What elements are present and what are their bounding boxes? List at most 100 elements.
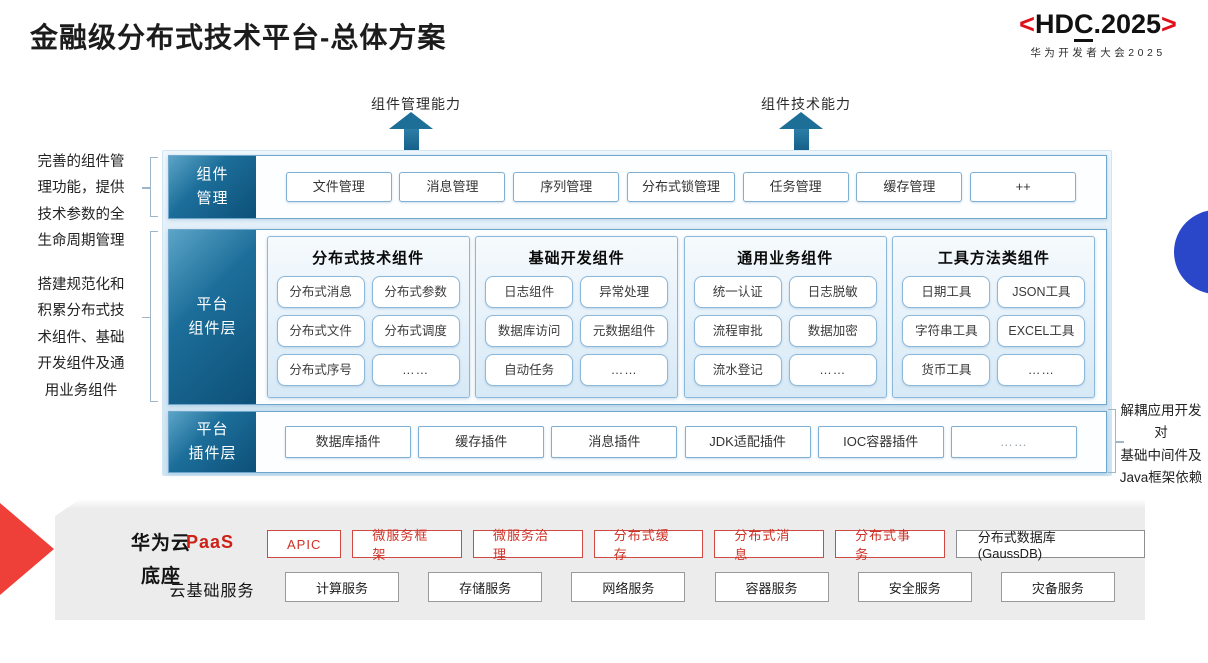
platform-plugin-layer-header: 平台 插件层	[169, 412, 256, 472]
component-cell: ……	[997, 354, 1086, 386]
group-title: 基础开发组件	[528, 250, 625, 267]
component-cell: 统一认证	[693, 276, 782, 308]
component-mgmt-chip: 文件管理	[285, 172, 392, 202]
component-cell: ……	[788, 354, 877, 386]
logo-right-angle-icon: >	[1161, 9, 1177, 39]
red-arrow-left-icon	[0, 503, 54, 595]
right-brace-plugins	[1108, 409, 1124, 473]
component-cell: 数据加密	[788, 315, 877, 347]
component-groups: 分布式技术组件 分布式消息分布式参数分布式文件分布式调度分布式序号…… 基础开发…	[256, 230, 1106, 404]
plugin-chip: 消息插件	[551, 426, 678, 458]
component-cell: ……	[371, 354, 460, 386]
component-cell: 流程审批	[693, 315, 782, 347]
left-brace-platform-components	[142, 231, 158, 402]
component-mgmt-chip: 任务管理	[742, 172, 849, 202]
paas-label: PaaS	[185, 532, 235, 552]
component-cell: 分布式调度	[371, 315, 460, 347]
mgmt-ability-up-arrow-icon	[389, 112, 433, 152]
paas-service-box: 分布式事务	[835, 528, 945, 562]
tech-ability-up-arrow-icon	[779, 112, 823, 152]
cloud-services-row: 计算服务存储服务网络服务容器服务安全服务灾备服务	[285, 572, 1115, 602]
component-cell: 日志组件	[485, 276, 574, 308]
cloud-basic-services-label: 云基础服务	[169, 583, 255, 600]
logo-text-hd: HD	[1034, 9, 1074, 39]
group-title: 工具方法类组件	[937, 250, 1050, 267]
component-cell: 异常处理	[580, 276, 669, 308]
component-cell: EXCEL工具	[997, 315, 1086, 347]
component-cell: 分布式消息	[276, 276, 365, 308]
paas-service-box: 微服务治理	[473, 528, 583, 562]
component-cell: JSON工具	[997, 276, 1086, 308]
component-mgmt-row: 组件 管理 文件管理消息管理序列管理分布式锁管理任务管理缓存管理++	[168, 155, 1107, 219]
group-title: 分布式技术组件	[312, 250, 425, 267]
group-distributed-tech: 分布式技术组件 分布式消息分布式参数分布式文件分布式调度分布式序号……	[266, 236, 470, 398]
paas-service-box: APIC	[267, 530, 342, 558]
component-mgmt-chip: 消息管理	[399, 172, 506, 202]
huawei-cloud-base-label: 华为云 底座	[130, 533, 191, 588]
plugin-chip: JDK适配插件	[684, 426, 811, 458]
group-grid: 分布式消息分布式参数分布式文件分布式调度分布式序号……	[268, 276, 469, 386]
logo-text-year: .2025	[1093, 9, 1162, 39]
annotation-decoupling: 解耦应用开发对 基础中间件及 Java框架依赖	[1119, 403, 1203, 485]
arrow-stem	[793, 129, 809, 152]
component-cell: 自动任务	[485, 354, 574, 386]
paas-service-box: 微服务框架	[352, 528, 463, 562]
left-brace-component-mgmt	[142, 157, 158, 217]
page-title: 金融级分布式技术平台-总体方案	[30, 22, 447, 53]
group-common-business: 通用业务组件 统一认证日志脱敏流程审批数据加密流水登记……	[683, 236, 887, 398]
plugin-chip: 数据库插件	[285, 426, 412, 458]
group-grid: 统一认证日志脱敏流程审批数据加密流水登记……	[685, 276, 886, 386]
mgmt-ability-label: 组件管理能力	[371, 96, 461, 112]
platform-component-layer-row: 平台 组件层 分布式技术组件 分布式消息分布式参数分布式文件分布式调度分布式序号…	[168, 229, 1107, 405]
component-cell: 字符串工具	[902, 315, 991, 347]
component-cell: 流水登记	[693, 354, 782, 386]
component-mgmt-chip: 分布式锁管理	[626, 172, 735, 202]
annotation-platform-components: 搭建规范化和 积累分布式技 术组件、基础 开发组件及通 用业务组件	[37, 277, 125, 399]
logo-subtitle: 华为开发者大会2025	[1030, 47, 1166, 59]
arrow-stem	[403, 129, 419, 152]
huawei-cloud-foundation-panel: 华为云 底座 PaaS 分布式数据库 (GaussDB) APIC 微服务框架微服…	[55, 500, 1145, 620]
cloud-service-box: 灾备服务	[1000, 572, 1115, 602]
cloud-service-box: 存储服务	[428, 572, 543, 602]
annotation-component-mgmt: 完善的组件管 理功能，提供 技术参数的全 生命周期管理	[37, 154, 125, 250]
tech-ability-label: 组件技术能力	[761, 96, 851, 112]
hdc-2025-logo: <HDC.2025> 华为开发者大会2025	[994, 9, 1202, 60]
arrow-head	[779, 112, 823, 129]
component-cell: 分布式参数	[371, 276, 460, 308]
component-mgmt-chip: 序列管理	[513, 172, 620, 202]
group-basic-dev: 基础开发组件 日志组件异常处理数据库访问元数据组件自动任务……	[475, 236, 679, 398]
arrow-head	[389, 112, 433, 129]
gaussdb-box: 分布式数据库 (GaussDB)	[955, 530, 1145, 561]
cloud-service-box: 容器服务	[714, 572, 829, 602]
component-cell: 数据库访问	[485, 315, 574, 347]
logo-text-c-underlined: C	[1073, 11, 1094, 42]
cloud-service-box: 网络服务	[571, 572, 686, 602]
group-grid: 日志组件异常处理数据库访问元数据组件自动任务……	[476, 276, 677, 386]
component-mgmt-chip: 缓存管理	[856, 172, 963, 202]
plugin-chip: IOC容器插件	[817, 426, 944, 458]
component-mgmt-chip: ++	[970, 172, 1077, 202]
blue-circle-right-edge	[1174, 210, 1208, 294]
platform-component-layer-header: 平台 组件层	[169, 230, 256, 404]
component-cell: 元数据组件	[580, 315, 669, 347]
paas-service-box: 分布式缓存	[593, 528, 704, 562]
logo-left-angle-icon: <	[1019, 9, 1035, 39]
component-cell: 日志脱敏	[788, 276, 877, 308]
component-cell: 货币工具	[902, 354, 991, 386]
cloud-service-box: 安全服务	[857, 572, 972, 602]
plugin-chip: 缓存插件	[418, 426, 545, 458]
paas-service-box: 分布式消息	[714, 528, 825, 562]
cloud-service-box: 计算服务	[285, 572, 399, 602]
component-mgmt-items: 文件管理消息管理序列管理分布式锁管理任务管理缓存管理++	[256, 156, 1106, 218]
component-cell: 分布式文件	[276, 315, 365, 347]
component-cell: 分布式序号	[276, 354, 365, 386]
paas-services-row: 分布式数据库 (GaussDB) APIC 微服务框架微服务治理分布式缓存分布式消…	[267, 528, 1145, 562]
logo-wordmark: <HDC.2025>	[994, 9, 1202, 42]
component-cell: 日期工具	[902, 276, 991, 308]
component-cell: ……	[580, 354, 669, 386]
